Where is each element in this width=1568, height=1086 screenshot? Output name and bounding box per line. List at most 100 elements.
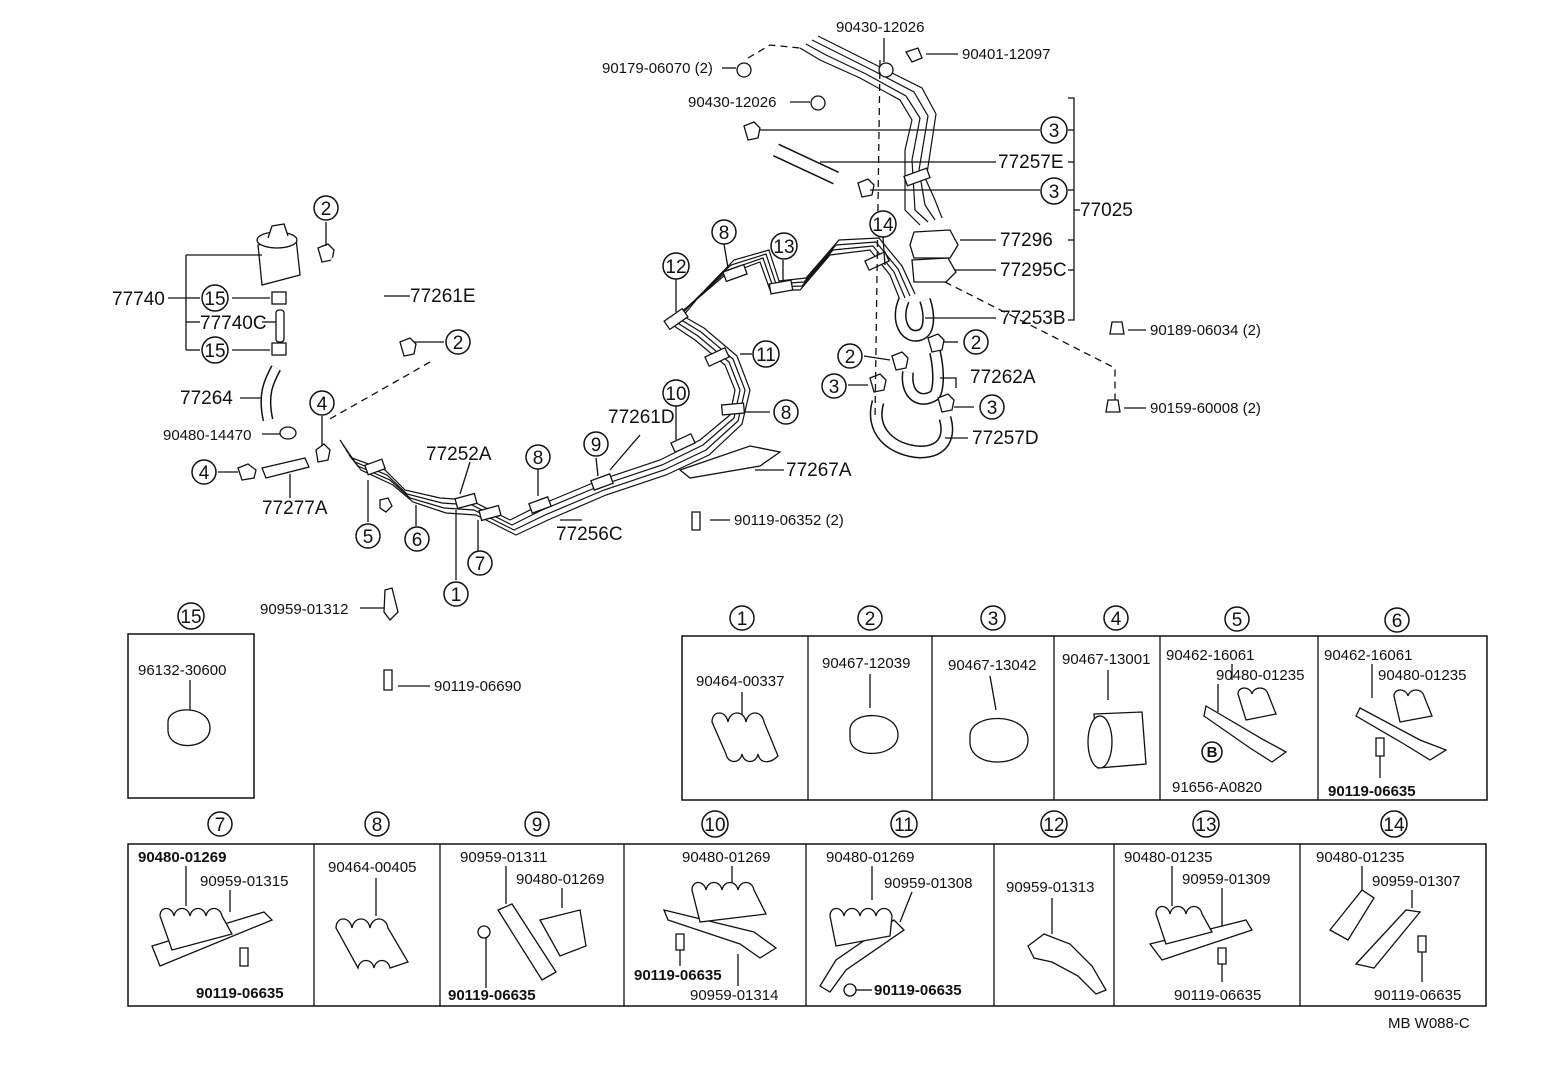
- svg-text:15: 15: [204, 341, 225, 362]
- svg-text:90119-06635: 90119-06635: [1174, 987, 1261, 1004]
- label-77261E: 77261E: [410, 286, 476, 307]
- label-77296: 77296: [1000, 230, 1053, 251]
- svg-text:90480-01269: 90480-01269: [826, 849, 914, 866]
- svg-text:13: 13: [1195, 815, 1216, 836]
- svg-text:90959-01314: 90959-01314: [690, 987, 778, 1004]
- clamp-90480-01269-box9: [539, 909, 587, 957]
- detail-box-12: 12 90959-01313: [1006, 810, 1107, 995]
- svg-text:5: 5: [363, 527, 374, 548]
- clamp-90464-00405: [335, 918, 409, 970]
- clamp-90480-01235-box6: [1393, 689, 1433, 723]
- svg-text:4: 4: [1111, 609, 1122, 630]
- svg-text:90959-01311: 90959-01311: [460, 849, 547, 866]
- clamp-90464-00337: [711, 712, 779, 763]
- brake-pipe-bundle: [339, 35, 943, 536]
- callout-3-d: 3: [979, 394, 1005, 420]
- callout-2-b: 2: [445, 329, 471, 355]
- bolt-90189-06034: [1109, 321, 1125, 335]
- svg-text:90480-01269: 90480-01269: [682, 849, 770, 866]
- svg-text:15: 15: [180, 607, 201, 628]
- label-90119-06690: 90119-06690: [434, 678, 521, 695]
- svg-text:14: 14: [1383, 815, 1405, 836]
- svg-text:90462-16061: 90462-16061: [1166, 647, 1254, 664]
- label-90430-mid: 90430-12026: [688, 94, 776, 111]
- clip-15-upper: [271, 291, 287, 305]
- callout-3-b: 3: [1040, 177, 1068, 205]
- hose-77277A: [261, 457, 310, 479]
- bracket-90462-16061: [1203, 704, 1288, 763]
- bracket-90959-01309: [1148, 919, 1253, 961]
- svg-text:3: 3: [1049, 182, 1060, 203]
- bracket-90959-01308: [819, 919, 906, 993]
- svg-text:90480-01269: 90480-01269: [138, 849, 226, 866]
- bolt-box14: [1417, 935, 1427, 953]
- callout-15-a: 15: [201, 284, 229, 312]
- bolt-90119-06690: [383, 669, 393, 691]
- svg-text:2: 2: [453, 333, 464, 354]
- svg-text:2: 2: [845, 347, 856, 368]
- hose-77740C: [275, 309, 285, 343]
- callout-11: 11: [752, 340, 780, 368]
- clamp-96132: [167, 709, 211, 747]
- detail-box-6: 6 90462-16061 90480-01235 90119-06635: [1324, 607, 1466, 800]
- svg-text:90959-01307: 90959-01307: [1372, 873, 1460, 890]
- svg-text:4: 4: [317, 394, 328, 415]
- clamp-90467-13042: [969, 717, 1029, 763]
- svg-text:13: 13: [773, 237, 794, 258]
- callout-2-a: 2: [313, 195, 339, 221]
- callout-5: 5: [355, 523, 381, 549]
- svg-text:14: 14: [872, 215, 894, 236]
- clamp-90959-01313: [1027, 933, 1107, 995]
- bolt-90119-06352: [691, 511, 701, 531]
- washer-90430-mid: [810, 95, 826, 111]
- part-96132-30600: 96132-30600: [138, 662, 226, 679]
- svg-text:90959-01313: 90959-01313: [1006, 879, 1094, 896]
- svg-text:3: 3: [987, 398, 998, 419]
- svg-text:3: 3: [988, 609, 999, 630]
- svg-text:90959-01308: 90959-01308: [884, 875, 972, 892]
- label-77740: 77740: [112, 289, 165, 310]
- label-90119-06352: 90119-06352 (2): [734, 512, 844, 529]
- svg-text:90119-06635: 90119-06635: [196, 985, 284, 1002]
- clip-2-lower: [399, 337, 417, 357]
- callout-4-b: 4: [191, 459, 217, 485]
- callout-circles: 2 2 15 15 4 4 5 6 7 1 8 9 10 8 11 12 8 1…: [191, 116, 1068, 607]
- svg-text:90119-06635: 90119-06635: [448, 987, 536, 1004]
- callout-9: 9: [583, 431, 609, 457]
- clamp-90480-01235-box14: [1329, 889, 1375, 941]
- svg-text:90119-06635: 90119-06635: [874, 982, 962, 999]
- svg-text:10: 10: [665, 384, 686, 405]
- svg-text:6: 6: [1392, 611, 1403, 632]
- label-77253B: 77253B: [1000, 308, 1066, 329]
- clip-2-right: [927, 333, 945, 353]
- svg-text:8: 8: [719, 223, 730, 244]
- svg-text:9: 9: [591, 435, 602, 456]
- callout-3-a: 3: [1040, 116, 1068, 144]
- svg-text:1: 1: [737, 609, 748, 630]
- label-90959-01312: 90959-01312: [260, 601, 348, 618]
- callout-2-c: 2: [963, 329, 989, 355]
- svg-text:90119-06635: 90119-06635: [1374, 987, 1461, 1004]
- svg-text:7: 7: [475, 554, 486, 575]
- label-90430-top: 90430-12026: [836, 19, 924, 36]
- label-77257D: 77257D: [972, 428, 1039, 449]
- bracket-90959-01307: [1354, 909, 1422, 969]
- label-77256C: 77256C: [556, 524, 623, 545]
- badge-b: B: [1207, 744, 1218, 761]
- clip-3-lower-left: [869, 373, 887, 393]
- detail-row-upper: [681, 635, 1488, 801]
- svg-text:5: 5: [1232, 610, 1243, 631]
- clip-2-upper: [317, 243, 335, 263]
- label-77264: 77264: [180, 388, 233, 409]
- fitting-5: [379, 497, 393, 513]
- svg-text:15: 15: [204, 289, 225, 310]
- svg-text:4: 4: [199, 463, 210, 484]
- callout-1: 1: [443, 581, 469, 607]
- detail-box-10: 10 90480-01269 90119-06635 90959-01314: [634, 810, 778, 1004]
- svg-text:8: 8: [533, 448, 544, 469]
- clamp-90480-01269-box10: [691, 881, 767, 923]
- svg-text:90480-01235: 90480-01235: [1124, 849, 1212, 866]
- svg-text:90467-13042: 90467-13042: [948, 657, 1036, 674]
